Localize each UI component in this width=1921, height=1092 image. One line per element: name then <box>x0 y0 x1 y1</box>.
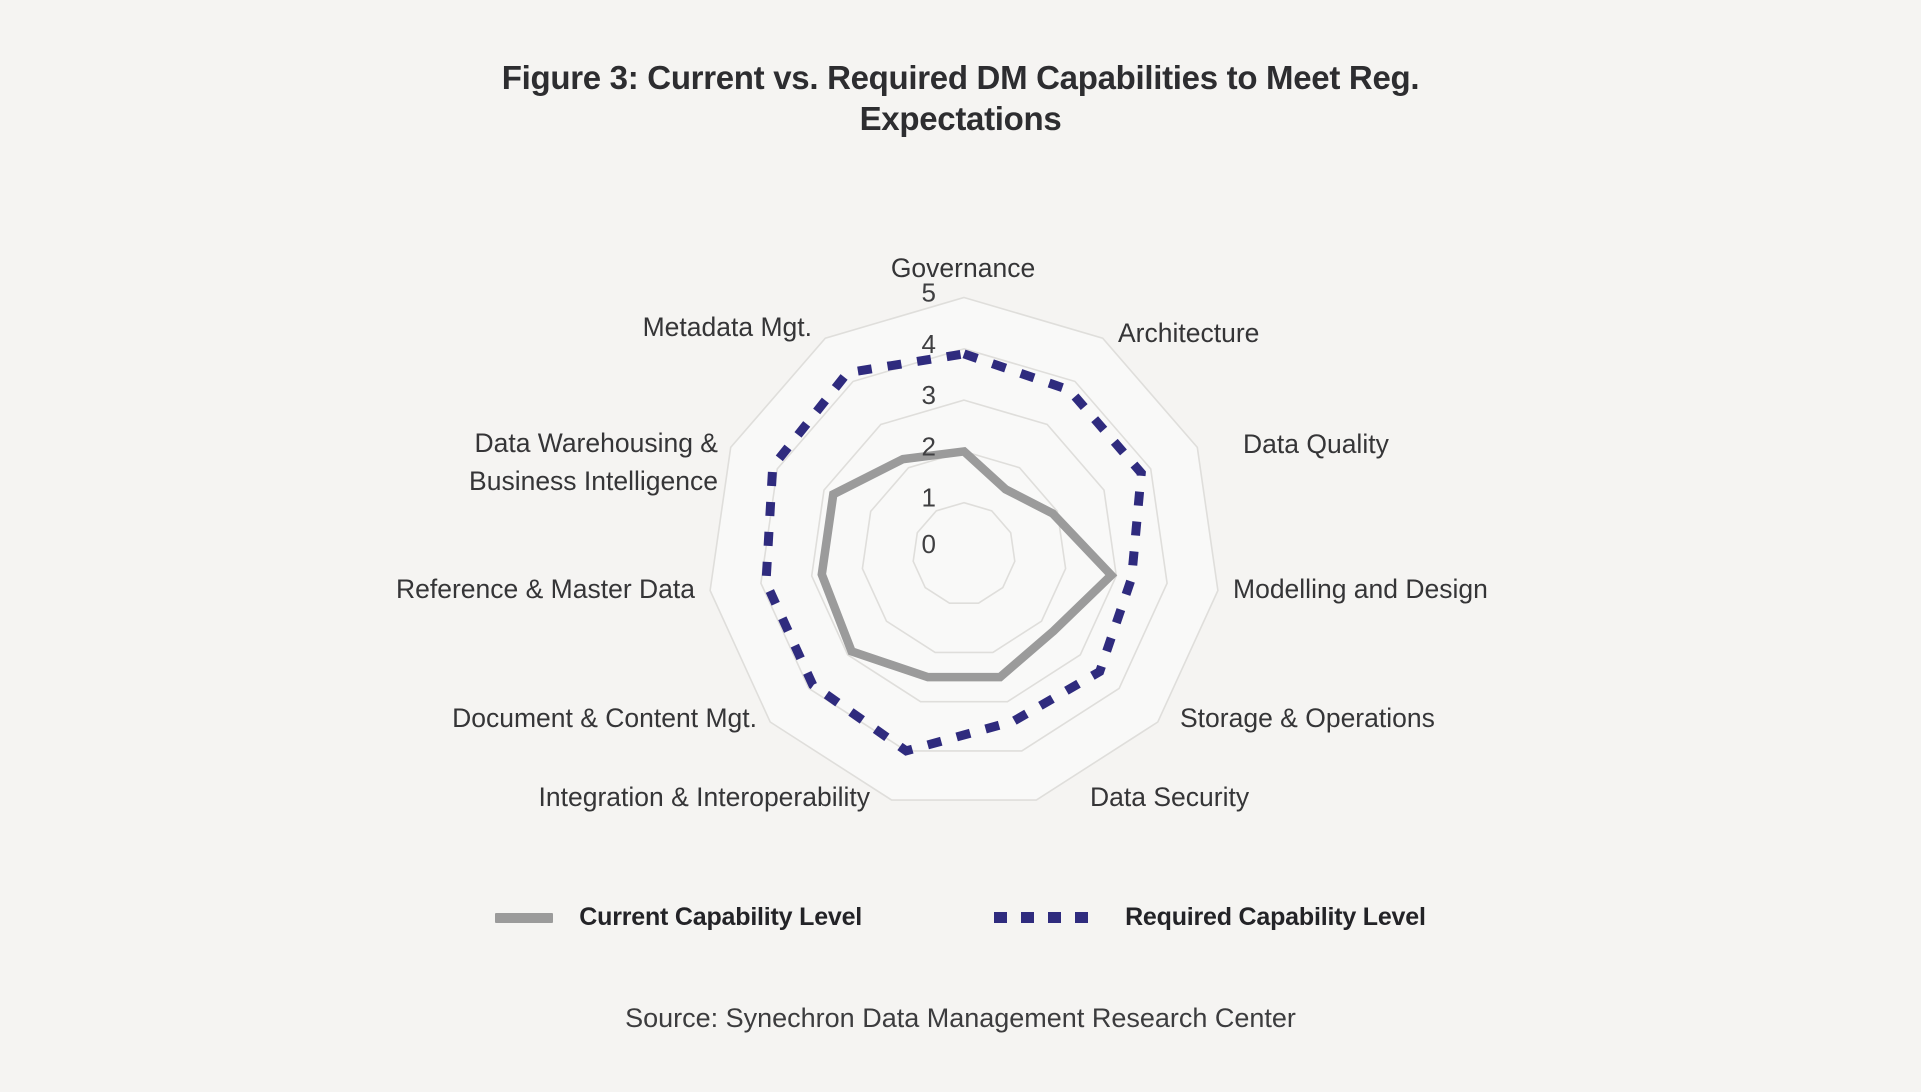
radial-tick-label-3: 3 <box>922 380 936 410</box>
axis-label-architecture: Architecture <box>1118 318 1259 348</box>
radial-tick-label-5: 5 <box>922 278 936 308</box>
axis-label-storage-operations: Storage & Operations <box>1180 703 1435 733</box>
legend-item-required: Required Capability Level <box>994 903 1426 932</box>
figure-title: Figure 3: Current vs. Required DM Capabi… <box>501 59 1420 137</box>
source-attribution: Source: Synechron Data Management Resear… <box>625 1003 1296 1033</box>
axis-label-data-quality: Data Quality <box>1243 429 1390 459</box>
axis-label-integration-interoperability: Integration & Interoperability <box>539 782 871 812</box>
axis-label-data-security: Data Security <box>1090 782 1250 812</box>
required-series-dashed-swatch <box>994 912 1100 923</box>
axis-label-modelling-and-design: Modelling and Design <box>1233 574 1488 604</box>
chart-legend: Current Capability Level Required Capabi… <box>0 903 1921 932</box>
legend-label-required: Required Capability Level <box>1125 903 1426 931</box>
axis-label-metadata-mgt: Metadata Mgt. <box>643 312 812 342</box>
axis-label-document-content-mgt: Document & Content Mgt. <box>452 703 757 733</box>
current-series-line-swatch <box>495 912 554 923</box>
series-required-polygon <box>761 349 1146 756</box>
radar-grid-ring-2 <box>861 450 1067 654</box>
radial-tick-label-2: 2 <box>922 431 936 461</box>
axis-label-data-warehousing-business-intelligence: Data Warehousing &Business Intelligence <box>469 428 718 496</box>
radial-tick-label-4: 4 <box>922 329 936 359</box>
radar-grid-ring-1 <box>912 501 1016 605</box>
radar-grid-ring-4 <box>760 347 1168 752</box>
series-current-polygon <box>817 446 1118 682</box>
radar-grid-ring-3 <box>810 399 1118 703</box>
radar-grid-ring-5 <box>709 296 1219 801</box>
radial-tick-label-0: 0 <box>922 529 936 559</box>
legend-label-current: Current Capability Level <box>579 903 863 931</box>
axis-label-governance: Governance <box>891 253 1035 283</box>
axis-label-reference-master-data: Reference & Master Data <box>396 574 695 604</box>
legend-item-current: Current Capability Level <box>495 903 862 932</box>
radial-tick-label-1: 1 <box>922 483 936 513</box>
